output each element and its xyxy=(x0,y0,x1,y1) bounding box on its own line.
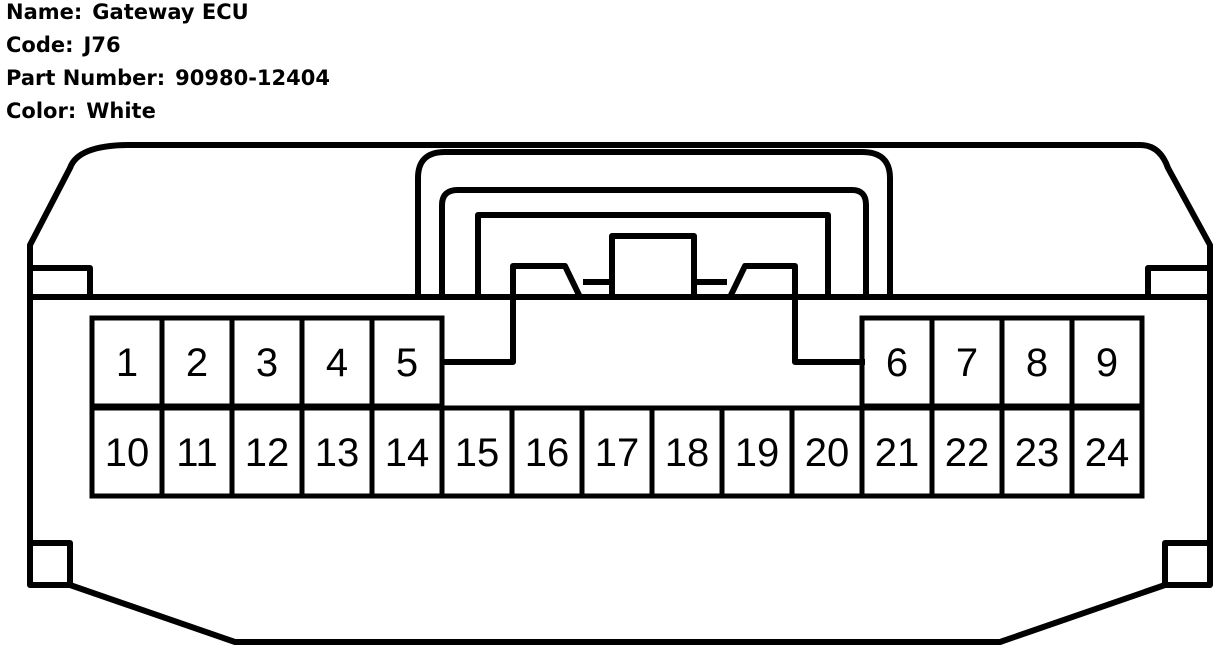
lock-tab-outer xyxy=(415,149,893,297)
pin-number: 6 xyxy=(886,341,908,385)
pin-number: 22 xyxy=(945,431,990,475)
right-lower-foot xyxy=(1162,540,1210,585)
pin-area-bridge xyxy=(443,297,516,365)
pin-number: 4 xyxy=(326,341,348,385)
code-value: J76 xyxy=(83,33,121,57)
pin-number: 3 xyxy=(256,341,278,385)
pin-number: 10 xyxy=(105,431,150,475)
pin-number: 11 xyxy=(176,431,218,475)
lock-tab-inner xyxy=(439,187,869,297)
pin-number: 12 xyxy=(245,431,290,475)
pin-number: 5 xyxy=(396,341,418,385)
color-label: Color: xyxy=(6,99,77,123)
connector-housing-outline xyxy=(27,142,1213,645)
pin-cell xyxy=(1069,405,1145,499)
right-rib xyxy=(1145,265,1210,297)
part-number-line: Part Number: 90980-12404 xyxy=(6,66,330,90)
pin-number: 18 xyxy=(665,431,710,475)
pin-number: 16 xyxy=(525,431,570,475)
name-label: Name: xyxy=(6,0,83,24)
lock-window xyxy=(475,212,831,300)
name-line: Name: Gateway ECU xyxy=(6,0,249,24)
color-value: White xyxy=(86,99,156,123)
pin-area-bridge-right xyxy=(792,297,865,365)
lock-latch xyxy=(510,233,798,299)
pin-number: 8 xyxy=(1026,341,1048,385)
pin-number: 17 xyxy=(595,431,640,475)
pin-number: 9 xyxy=(1096,341,1118,385)
pin-number: 24 xyxy=(1085,431,1130,475)
pin-number: 23 xyxy=(1015,431,1060,475)
code-line: Code: J76 xyxy=(6,33,121,57)
left-rib xyxy=(30,265,93,297)
pin-number: 20 xyxy=(805,431,850,475)
color-line: Color: White xyxy=(6,99,156,123)
left-lower-foot xyxy=(30,540,73,585)
part-number-value: 90980-12404 xyxy=(175,66,330,90)
pin-number: 2 xyxy=(186,341,208,385)
code-label: Code: xyxy=(6,33,74,57)
part-number-label: Part Number: xyxy=(6,66,166,90)
pin-number: 15 xyxy=(455,431,500,475)
pin-number: 1 xyxy=(116,341,138,385)
pin-number: 13 xyxy=(315,431,360,475)
pin-number: 19 xyxy=(735,431,780,475)
pin-number: 14 xyxy=(385,431,430,475)
name-value: Gateway ECU xyxy=(92,0,249,24)
pin-number: 21 xyxy=(875,431,920,475)
pin-number: 7 xyxy=(956,341,978,385)
